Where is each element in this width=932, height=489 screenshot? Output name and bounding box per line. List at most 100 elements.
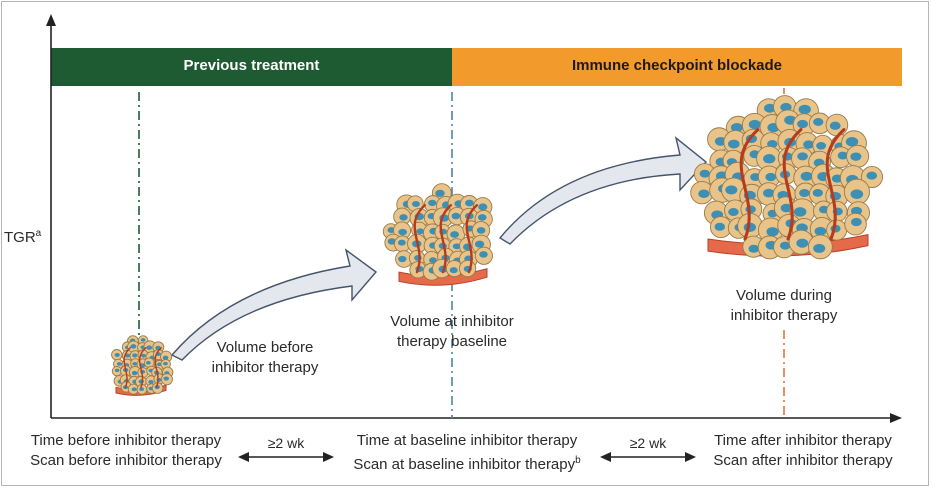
timepoint-before-scan: Scan before inhibitor therapy xyxy=(30,452,222,469)
interval-arrow-2-right-head xyxy=(685,452,696,462)
tumor-cell-nucleus xyxy=(399,214,408,221)
tumor-cell-nucleus xyxy=(779,241,791,250)
timepoint-baseline-scan: Scan at baseline inhibitor therapyb xyxy=(338,451,596,475)
tumor-cell-nucleus xyxy=(750,173,761,182)
tumor-cell-nucleus xyxy=(162,355,169,360)
tumor-blood-vessel xyxy=(413,204,426,274)
tumor-cell-nucleus xyxy=(132,362,138,366)
tumor-cell-nucleus xyxy=(479,251,488,258)
timepoint-after-label: Time after inhibitor therapy Scan after … xyxy=(700,431,906,471)
tumor-cell-nucleus xyxy=(763,103,776,113)
tumor-cell-nucleus xyxy=(763,188,775,198)
tumor-cell-nucleus xyxy=(748,244,760,253)
tumor-cell-nucleus xyxy=(831,174,843,183)
tumor-cell-nucleus xyxy=(850,189,864,199)
y-axis-label-superscript: a xyxy=(35,228,42,239)
interval-label-1: ≥2 wk xyxy=(267,435,305,451)
tumor-cell-nucleus xyxy=(145,360,151,365)
tumor-cell-nucleus xyxy=(845,137,859,147)
tumor-cell-nucleus xyxy=(131,387,137,392)
tumor-cell-nucleus xyxy=(114,368,120,373)
tumor-blood-vessel xyxy=(465,204,478,274)
tumor-cell-nucleus xyxy=(465,199,474,207)
y-axis-arrowhead xyxy=(46,14,56,26)
timepoint-baseline-scan-superscript: b xyxy=(575,455,581,466)
tumor-cell-nucleus xyxy=(797,152,808,161)
tumor-cell-nucleus xyxy=(398,255,407,263)
tumor-cell-nucleus xyxy=(131,370,138,376)
volume-before-line1: Volume before xyxy=(216,339,314,356)
tumor-cell-nucleus xyxy=(429,257,437,264)
tumor-cell-nucleus xyxy=(699,169,711,178)
tumor-cell-nucleus xyxy=(435,189,445,197)
immune-checkpoint-band xyxy=(452,48,902,86)
tumor-large-illustration xyxy=(690,95,884,260)
tumor-cell-nucleus xyxy=(850,152,862,161)
tumor-cell-nucleus xyxy=(163,361,168,366)
tumor-cell-nucleus xyxy=(796,238,809,248)
tumor-cell-nucleus xyxy=(124,353,131,358)
tumor-cell-nucleus xyxy=(428,199,437,207)
previous-treatment-band xyxy=(51,48,452,86)
volume-during-line2: inhibitor therapy xyxy=(730,307,838,324)
growth-arrow-1 xyxy=(170,248,378,361)
tumor-cell-nucleus xyxy=(780,102,792,112)
interval-arrow-1-left-head xyxy=(238,452,249,462)
timepoint-before-label: Time before inhibitor therapy Scan befor… xyxy=(14,431,238,471)
tumor-cell-nucleus xyxy=(866,171,878,180)
tumor-cell-nucleus xyxy=(114,353,120,357)
tumor-cell-nucleus xyxy=(449,267,458,274)
tumor-cell-nucleus xyxy=(730,122,743,133)
tumor-cell-nucleus xyxy=(130,344,137,349)
tumor-cell-nucleus xyxy=(148,379,154,385)
tumor-cell-nucleus xyxy=(813,118,824,126)
interval-arrow-2-left-head xyxy=(600,452,611,462)
interval-label-2: ≥2 wk xyxy=(629,435,667,451)
interval-arrow-1-right-head xyxy=(323,452,334,462)
previous-treatment-label: Previous treatment xyxy=(183,57,320,74)
timepoint-before-time: Time before inhibitor therapy xyxy=(30,432,222,449)
timepoint-baseline-time: Time at baseline inhibitor therapy xyxy=(356,432,578,449)
tumor-cell-nucleus xyxy=(398,228,407,236)
tumor-blood-vessel xyxy=(123,347,131,389)
tumor-cell-nucleus xyxy=(797,119,809,129)
tumor-cell-nucleus xyxy=(698,189,710,198)
tumor-medium-illustration xyxy=(382,183,493,286)
tumor-cell-nucleus xyxy=(803,140,815,149)
tumor-cell-nucleus xyxy=(451,212,461,220)
tumor-cell-nucleus xyxy=(146,345,153,350)
y-axis-label: TGRa xyxy=(4,224,41,248)
tumor-small-illustration xyxy=(111,335,174,396)
tumor-cell-nucleus xyxy=(450,231,460,238)
tumor-cell-nucleus xyxy=(837,151,848,160)
y-axis-label-text: TGR xyxy=(4,229,36,246)
volume-during-line1: Volume during xyxy=(736,287,832,304)
tumor-cell-nucleus xyxy=(765,172,777,182)
tumor-cell-nucleus xyxy=(829,121,841,130)
tumor-cell-nucleus xyxy=(850,217,862,227)
tumor-cell-nucleus xyxy=(728,208,739,217)
volume-baseline-line2: therapy baseline xyxy=(396,333,508,350)
volume-during-label: Volume during inhibitor therapy xyxy=(706,286,862,326)
tumor-cell-nucleus xyxy=(397,239,406,246)
tumor-blood-vessel xyxy=(138,347,147,389)
tumor-cell-nucleus xyxy=(799,188,810,198)
tumor-cell-nucleus xyxy=(763,154,776,164)
tumor-cell-nucleus xyxy=(163,376,169,381)
tumor-cell-nucleus xyxy=(725,185,738,195)
tumor-cell-nucleus xyxy=(714,222,726,231)
timepoint-baseline-scan-text: Scan at baseline inhibitor therapy xyxy=(353,456,576,473)
tumor-cell-nucleus xyxy=(800,171,813,181)
tumor-cell-nucleus xyxy=(477,214,487,221)
tumor-cell-nucleus xyxy=(140,338,146,342)
tumor-cell-nucleus xyxy=(141,353,147,358)
tumor-cell-nucleus xyxy=(793,207,807,217)
immune-checkpoint-label: Immune checkpoint blockade xyxy=(571,57,783,74)
tumor-cell-nucleus xyxy=(132,353,138,358)
tumor-blood-vessel xyxy=(739,128,760,241)
timepoint-after-time: Time after inhibitor therapy xyxy=(714,432,892,449)
tumor-cell-nucleus xyxy=(780,203,792,213)
volume-baseline-label: Volume at inhibitor therapy baseline xyxy=(370,312,534,352)
